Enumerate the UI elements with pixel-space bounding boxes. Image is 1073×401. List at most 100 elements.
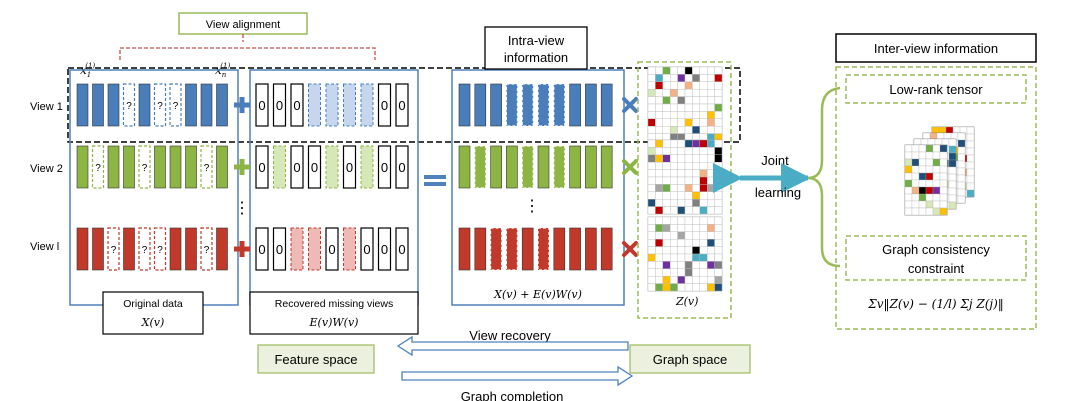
graph-matrix-cell [692, 276, 701, 284]
graph-matrix-cell [670, 96, 678, 105]
graph-consistency-box [845, 235, 1027, 281]
tensor-cell [904, 158, 913, 167]
graph-matrix-cell [670, 224, 678, 232]
graph-matrix-cell [647, 74, 656, 83]
original-data-label-box [102, 291, 204, 335]
graph-matrix-cell [662, 253, 671, 262]
tensor-cell [918, 193, 927, 202]
view1-highlight-band [67, 67, 741, 143]
graph-matrix-cell [714, 283, 723, 292]
graph-matrix-cell [692, 198, 701, 207]
graph-matrix-cell [677, 96, 686, 105]
graph-matrix-cell [662, 191, 671, 200]
graph-matrix-cell [677, 176, 686, 185]
graph-matrix-cell [707, 81, 715, 90]
view2-recovered-column [273, 145, 286, 189]
view1-recovered-column [325, 83, 339, 127]
graph-matrix-cell [692, 81, 701, 90]
graph-matrix-cell [692, 261, 701, 269]
graph-matrix-cell [684, 147, 693, 155]
graph-matrix-cell [699, 96, 708, 105]
graph-matrix-cell [670, 147, 678, 155]
viewl-missing-mark: ? [142, 245, 148, 256]
graph-matrix-cell [692, 176, 701, 185]
graph-matrix-cell [670, 103, 678, 112]
graph-matrix-cell [707, 216, 715, 225]
graph-matrix-cell [714, 147, 723, 155]
sum-columns [458, 83, 613, 271]
graph-matrix-cell [655, 206, 664, 215]
graph-matrix-cell [655, 261, 664, 269]
graph-matrix-cell [699, 111, 708, 120]
graph-matrix-cell [677, 198, 686, 207]
viewl-observed-column [123, 227, 135, 271]
tensor-cell [957, 188, 966, 197]
graph-matrix-cell [699, 74, 708, 83]
graph-matrix-cell [655, 176, 664, 185]
graph-matrix-cell [707, 238, 715, 247]
viewl-observed-column [458, 227, 471, 271]
view2-observed-column [169, 145, 182, 189]
graph-matrix-cell [714, 161, 723, 170]
graph-matrix-cell [692, 111, 701, 120]
graph-matrix-cell [699, 261, 708, 269]
graph-matrix-cell [707, 96, 715, 105]
graph-matrix-cell [699, 184, 708, 192]
graph-matrix-cell [677, 216, 686, 225]
graph-matrix-cell [655, 125, 664, 134]
graph-matrix-cell [707, 261, 715, 269]
view2-zero-column [377, 145, 392, 189]
graph-matrix-cell [684, 81, 693, 90]
view2-observed-column [107, 145, 120, 189]
view2-missing-mark: ? [204, 163, 210, 174]
view2-observed-column [76, 145, 89, 189]
view1-observed-column [185, 83, 197, 127]
tensor-cell [939, 158, 948, 167]
view2-missing-mark: ? [95, 163, 101, 174]
tensor-cell [966, 175, 975, 184]
equals-bottom [424, 182, 446, 186]
graph-matrix-cell [655, 283, 664, 292]
graph-matrix-cell [707, 66, 715, 75]
tensor-cell [911, 179, 920, 188]
graph-matrix-cell [707, 253, 715, 262]
tensor-cell [966, 140, 975, 149]
graph-space-box [629, 344, 751, 374]
tensor-cell [932, 207, 941, 216]
tensor-cell [904, 207, 913, 216]
graph-matrix-cell [677, 283, 686, 292]
graph-matrix-cell [670, 216, 678, 225]
tensor-cell [904, 179, 913, 188]
view1-zero-column [255, 83, 269, 127]
graph-matrix-cell [677, 268, 686, 277]
graph-matrix-cell [655, 216, 664, 225]
graph-matrix-cell [662, 139, 671, 148]
graph-matrix-cell [714, 261, 723, 269]
viewl-completed-column [505, 227, 518, 271]
graph-matrix-cell [662, 81, 671, 90]
graph-matrix-cell [670, 88, 678, 97]
view2-zero-column [307, 145, 322, 189]
graph-matrix-cell [707, 276, 715, 284]
graph-matrix-cell [655, 276, 664, 284]
tensor-cell [925, 165, 934, 174]
graph-matrix-cell [670, 191, 678, 200]
tensor-cell [957, 167, 966, 176]
tensor-cell [939, 172, 948, 181]
graph-matrix-cell [692, 268, 701, 277]
view2-zero-column [395, 145, 409, 189]
tensor-cell [957, 160, 966, 169]
tensor-cell [932, 172, 941, 181]
view2-plus-v [239, 159, 245, 175]
graph-matrix-cell [677, 191, 686, 200]
graph-matrix-cell [655, 161, 664, 170]
graph-completion-arrow [401, 365, 634, 387]
graph-matrix-cell [662, 276, 671, 284]
graph-matrix-cell [714, 246, 723, 255]
graph-space-label: Graph space [653, 352, 727, 367]
graph-matrix-cell [684, 111, 693, 120]
graph-matrix-cell [662, 88, 671, 97]
graph-matrix-cell [677, 125, 686, 134]
graph-matrix-cell [707, 169, 715, 178]
viewl-recovered-column [343, 227, 356, 271]
